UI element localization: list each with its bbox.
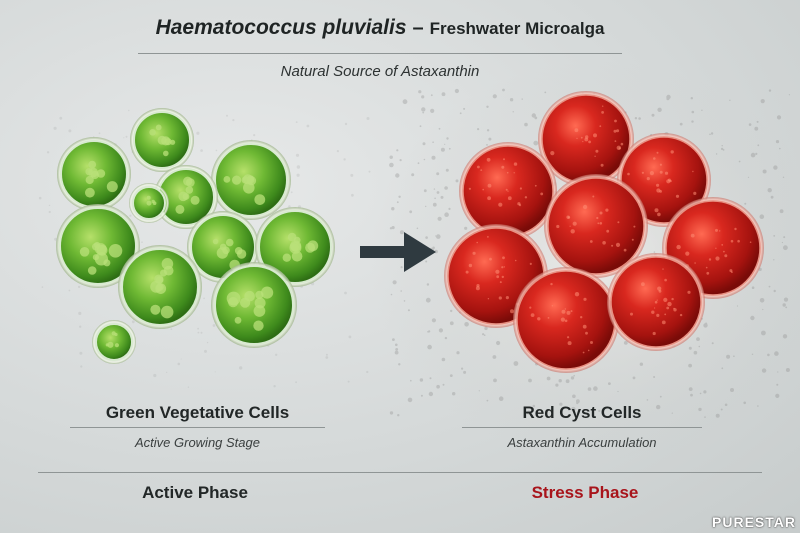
arrow-right-icon bbox=[360, 232, 436, 272]
green-cells-caption: Green Vegetative Cells Active Growing St… bbox=[70, 403, 325, 450]
red-caption-divider bbox=[462, 427, 702, 428]
page-title: Haematococcus pluvialis–Freshwater Micro… bbox=[0, 16, 760, 40]
scientific-name: Haematococcus pluvialis bbox=[155, 16, 407, 39]
red-cell bbox=[617, 133, 711, 227]
green-cell bbox=[187, 211, 259, 283]
purestar-logo: PURESTAR bbox=[712, 514, 796, 530]
red-cells-caption: Red Cyst Cells Astaxanthin Accumulation bbox=[462, 403, 702, 450]
green-cell bbox=[154, 165, 218, 229]
phase-divider bbox=[38, 472, 762, 473]
title-separator: – bbox=[412, 17, 424, 39]
common-name: Freshwater Microalga bbox=[429, 19, 605, 38]
header-divider bbox=[138, 53, 622, 54]
red-cell bbox=[544, 174, 648, 278]
green-caption-divider bbox=[70, 427, 325, 428]
green-cell bbox=[92, 320, 136, 364]
green-cell bbox=[118, 245, 202, 329]
red-cell bbox=[513, 267, 619, 373]
red-cell bbox=[607, 253, 705, 351]
red-cell bbox=[459, 142, 557, 240]
green-cells-title: Green Vegetative Cells bbox=[105, 403, 290, 422]
red-cells-title: Red Cyst Cells bbox=[522, 403, 642, 422]
green-cell bbox=[211, 140, 291, 220]
header: Haematococcus pluvialis–Freshwater Micro… bbox=[0, 16, 760, 40]
page-subtitle: Natural Source of Astaxanthin bbox=[280, 63, 480, 80]
green-cell-cluster bbox=[56, 108, 335, 364]
green-cells-subtitle: Active Growing Stage bbox=[134, 435, 260, 450]
green-cell bbox=[57, 137, 131, 211]
green-cell bbox=[129, 183, 169, 223]
green-cell bbox=[130, 108, 194, 172]
green-cell bbox=[255, 207, 335, 287]
stress-phase-label: Stress Phase bbox=[531, 483, 639, 502]
red-cells-subtitle: Astaxanthin Accumulation bbox=[507, 435, 657, 450]
green-cell bbox=[211, 262, 297, 348]
active-phase-label: Active Phase bbox=[142, 483, 248, 502]
red-cell-cluster bbox=[444, 91, 764, 373]
green-cell bbox=[56, 204, 140, 288]
